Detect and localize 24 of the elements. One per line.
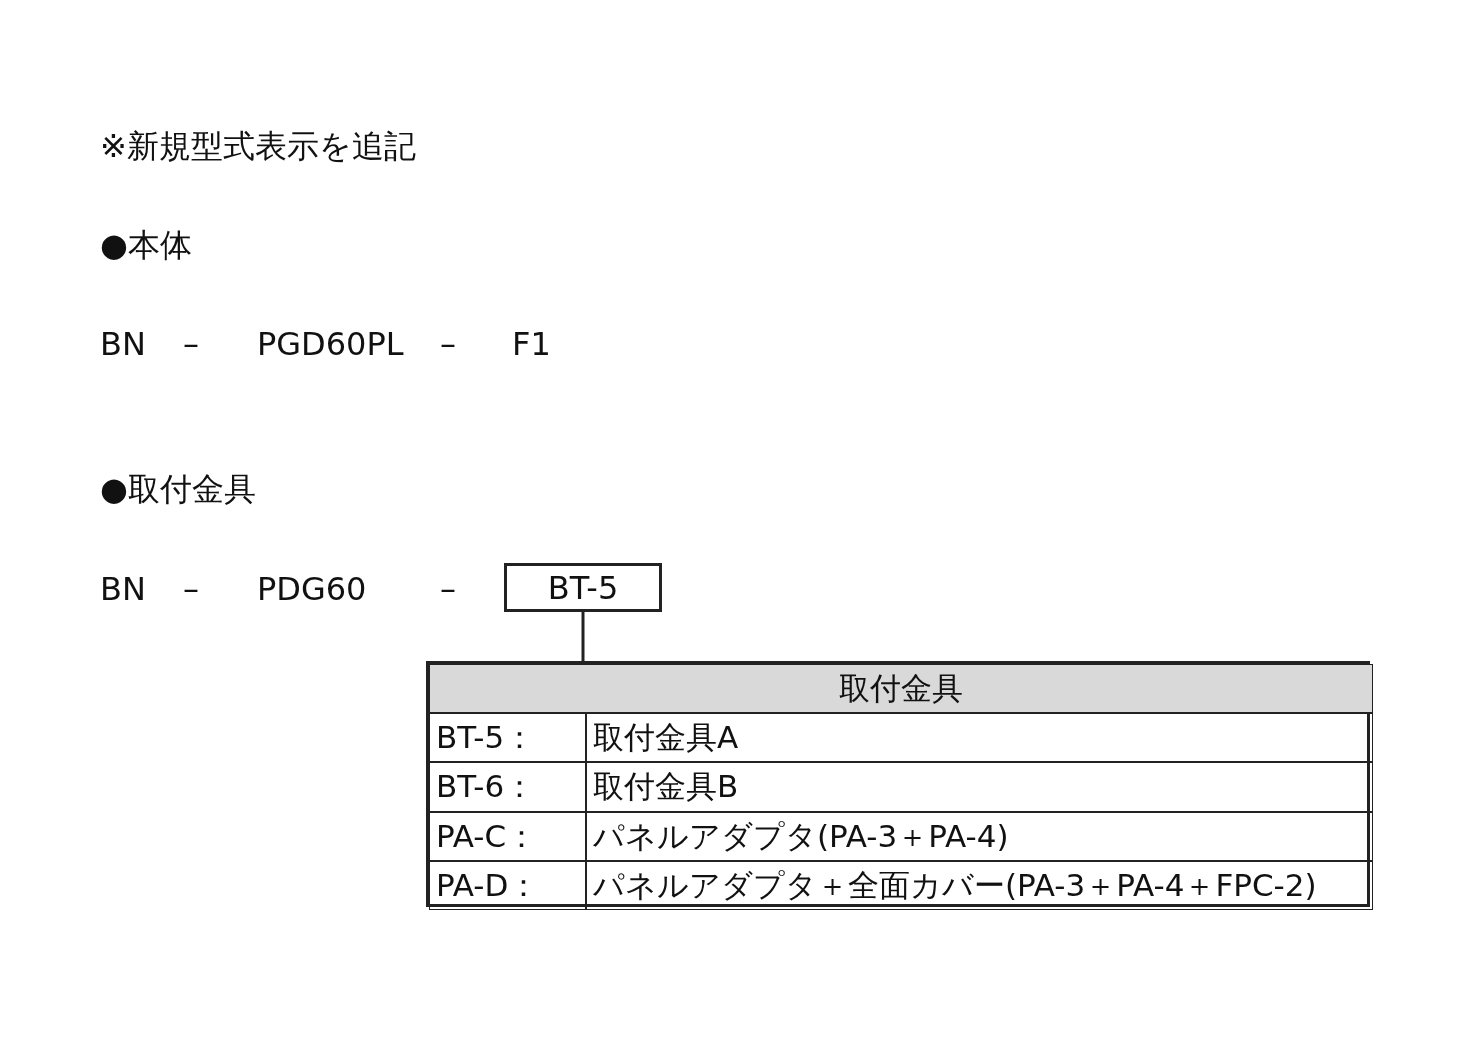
code-box: BT-5 [504, 563, 662, 612]
separator-dash: – [183, 324, 199, 364]
table-cell: パネルアダプタ(PA-3＋PA-4) [586, 811, 1373, 861]
table-cell: PA-D： [429, 860, 586, 910]
code-text: F1 [512, 324, 551, 364]
code-text: PGD60PL [257, 324, 404, 364]
table [426, 661, 1370, 907]
section-heading: ●取付金具 [100, 469, 256, 509]
table-cell: 取付金具A [586, 713, 1373, 763]
header-cell: 取付金具 [429, 664, 1373, 714]
separator-dash: – [183, 569, 199, 609]
section-heading: ●本体 [100, 225, 192, 265]
table-cell: 取付金具B [586, 762, 1373, 812]
code-text: BN [100, 569, 146, 609]
separator-dash: – [440, 569, 456, 609]
table-cell: パネルアダプタ＋全面カバー(PA-3＋PA-4＋FPC-2) [586, 860, 1373, 910]
note-text: ※新規型式表示を追記 [100, 126, 416, 166]
separator-dash: – [440, 324, 456, 364]
table-cell: BT-6： [429, 762, 586, 812]
code-text: PDG60 [257, 569, 367, 609]
connector-line [581, 612, 585, 661]
code-text: BN [100, 324, 146, 364]
table-cell: PA-C： [429, 811, 586, 861]
table-cell: BT-5： [429, 713, 586, 763]
